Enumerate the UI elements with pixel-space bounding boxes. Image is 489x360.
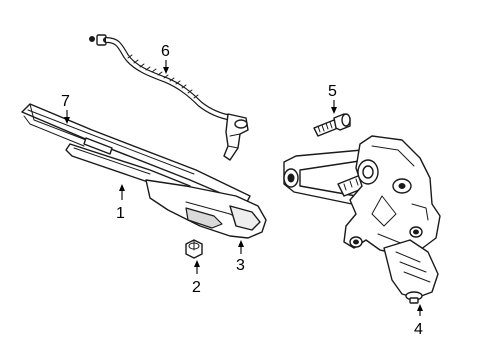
callout-6-label: 6 — [161, 43, 170, 60]
callout-2: 2 — [192, 260, 201, 296]
arm-cover-part — [145, 179, 267, 239]
callout-3: 3 — [236, 240, 245, 274]
callout-3-label: 3 — [236, 257, 245, 274]
washer-hose-part — [89, 34, 249, 161]
callout-2-label: 2 — [192, 279, 201, 296]
callout-5-label: 5 — [328, 83, 337, 100]
bolt-part — [313, 113, 351, 137]
wiper-motor-part — [283, 135, 441, 304]
wiper-blade-part — [21, 103, 251, 205]
callout-6: 6 — [161, 43, 170, 74]
callout-4-label: 4 — [414, 321, 423, 338]
callout-1: 1 — [116, 184, 125, 222]
nut-part — [185, 239, 203, 259]
callout-4: 4 — [414, 304, 423, 338]
callout-7-label: 7 — [61, 93, 70, 110]
callout-7: 7 — [61, 93, 70, 124]
callout-1-label: 1 — [116, 205, 125, 222]
callout-5: 5 — [328, 83, 337, 114]
